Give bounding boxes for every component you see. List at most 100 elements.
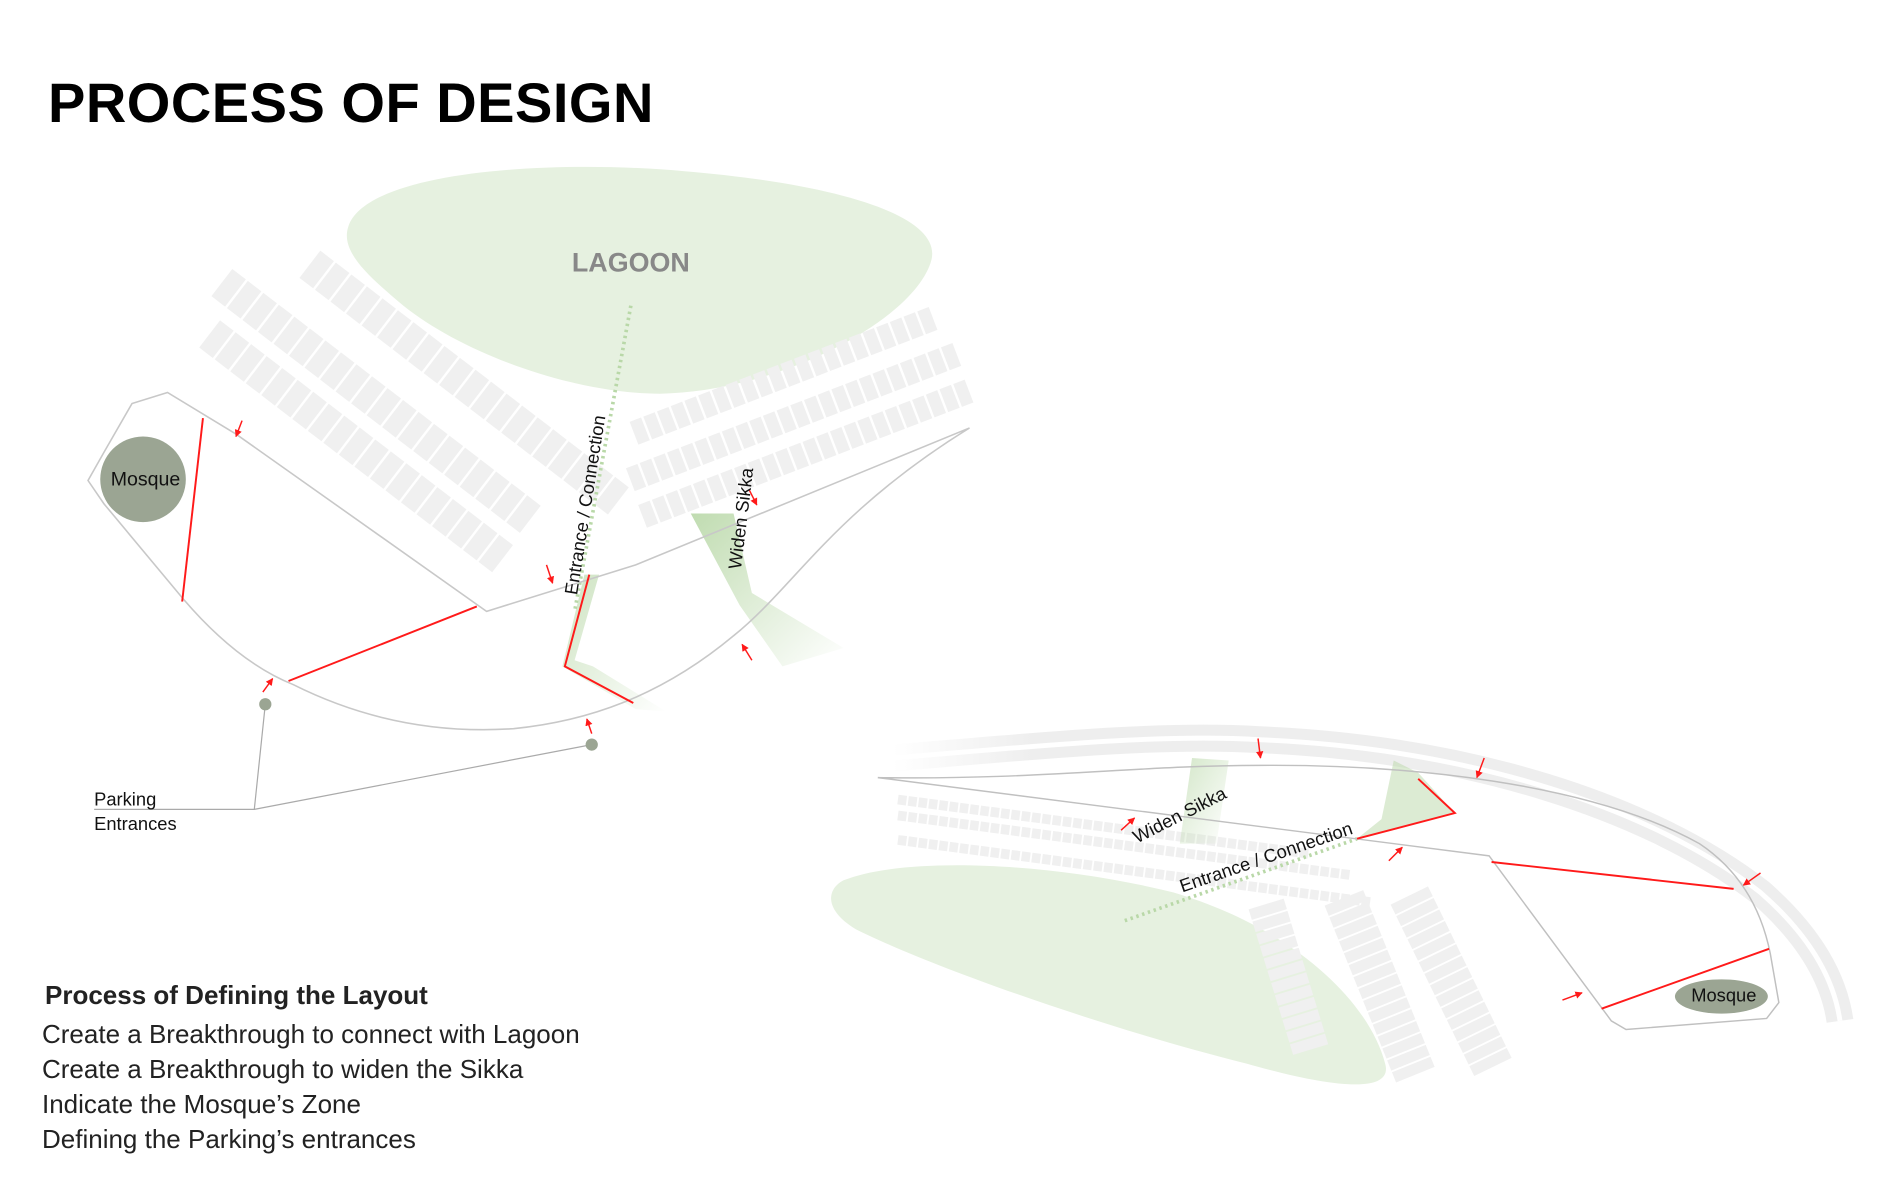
stall-row [1248, 898, 1329, 1055]
parking-stall [938, 816, 949, 827]
parking-stall [903, 312, 924, 340]
parking-stall [979, 821, 990, 833]
parking-stall [1263, 947, 1302, 969]
parking-stall [948, 801, 959, 813]
parking-stall [1175, 847, 1186, 859]
parking-stall [1216, 836, 1227, 848]
parking-stall [1309, 864, 1320, 876]
parking-stall [1390, 886, 1433, 915]
parking-stall [720, 469, 741, 497]
parking-stall [897, 810, 908, 822]
parking-stall [470, 381, 505, 420]
parking-stall [330, 274, 365, 313]
parking-stall [1358, 973, 1401, 1000]
parking-stall [835, 338, 856, 366]
parking-stall [1299, 863, 1309, 875]
page-title: PROCESS OF DESIGN [48, 71, 654, 134]
parking-stall [1329, 901, 1373, 928]
parking-stall [643, 412, 664, 440]
parking-stall [721, 427, 743, 455]
parking-stall [725, 380, 746, 408]
parking-stall [1062, 856, 1072, 868]
parking-stall [829, 426, 851, 455]
parking-stall [1458, 1024, 1501, 1053]
parking-stall [485, 393, 521, 432]
parking-stall [463, 522, 498, 561]
lagoon-area-bottom [831, 865, 1386, 1085]
parking-stall [1134, 866, 1145, 878]
parking-stall [749, 416, 770, 444]
mosque-zone-bottom [1674, 979, 1768, 1014]
parking-stall [242, 292, 277, 331]
parking-stall [1278, 885, 1289, 897]
parking-stall [516, 417, 552, 455]
parking-stall [802, 437, 823, 465]
boundary-red-lines [181, 418, 634, 704]
parking-stall [1268, 843, 1278, 855]
parking-stall [804, 395, 825, 423]
parking-stall [273, 316, 308, 355]
parking-stall [907, 811, 918, 823]
parking-stall [979, 805, 990, 817]
parking-stall [392, 322, 428, 360]
parking-stall [1452, 1013, 1495, 1042]
top-plan: Mosque LAGOON Entrance / Connection Wide… [87, 166, 974, 834]
parking-stall [1446, 1001, 1490, 1030]
parking-stall [578, 465, 614, 503]
parking-stall [747, 458, 768, 486]
parking-stall [1334, 913, 1377, 940]
entrance-arrows [234, 420, 758, 734]
parking-stall [1330, 867, 1340, 879]
parking-stall [639, 458, 660, 486]
parking-stall [665, 490, 686, 518]
parking-stall [299, 250, 334, 289]
parking-stall [1435, 978, 1478, 1007]
parking-stall [629, 417, 650, 445]
parking-stall [258, 304, 293, 343]
parking-stall [1113, 863, 1124, 875]
parking-stall [1387, 1044, 1430, 1071]
parking-stall [1247, 881, 1258, 893]
parking-stall [245, 356, 281, 394]
parking-stall [1093, 860, 1103, 872]
parking-stall [848, 333, 869, 361]
parking-stall [428, 435, 464, 474]
parking-stall [1165, 870, 1175, 882]
parking-stall [1165, 845, 1175, 857]
parking-stall [1340, 868, 1351, 880]
parking-stall [752, 370, 774, 398]
parking-stall [1278, 844, 1289, 856]
parking-stall [907, 796, 918, 807]
parking-stall [913, 353, 934, 381]
parking-stall [858, 374, 879, 402]
parking-stall [1288, 886, 1299, 898]
parking-stall [940, 342, 962, 371]
parking-stall [897, 794, 908, 806]
parking-stall [925, 390, 946, 418]
parking-stall [230, 344, 265, 382]
parking-stall [1288, 846, 1299, 858]
parking-stall [1185, 873, 1196, 884]
parking-stall [1424, 955, 1467, 984]
parking-stall [459, 459, 495, 498]
parking-stall [990, 806, 1000, 818]
parking-stall [938, 800, 949, 811]
lagoon-label: LAGOON [572, 247, 690, 277]
parking-stall [1051, 855, 1062, 867]
parking-stall [307, 403, 343, 442]
parking-stall [1324, 890, 1368, 916]
parking-stall [638, 500, 659, 528]
parking-stall [969, 804, 980, 816]
parking-stall [1082, 859, 1093, 871]
parking-stall [1206, 851, 1217, 863]
parking-stall [354, 439, 389, 478]
parking-stall [912, 395, 933, 423]
parking-stall [1082, 819, 1093, 830]
parking-stall [807, 349, 828, 377]
parking-stall [990, 847, 1000, 859]
parking-stall [1175, 871, 1186, 883]
parking-stall [1391, 1056, 1435, 1083]
parking-stall [1144, 827, 1155, 839]
parking-stall [1248, 898, 1287, 920]
parking-stall [1256, 923, 1295, 945]
